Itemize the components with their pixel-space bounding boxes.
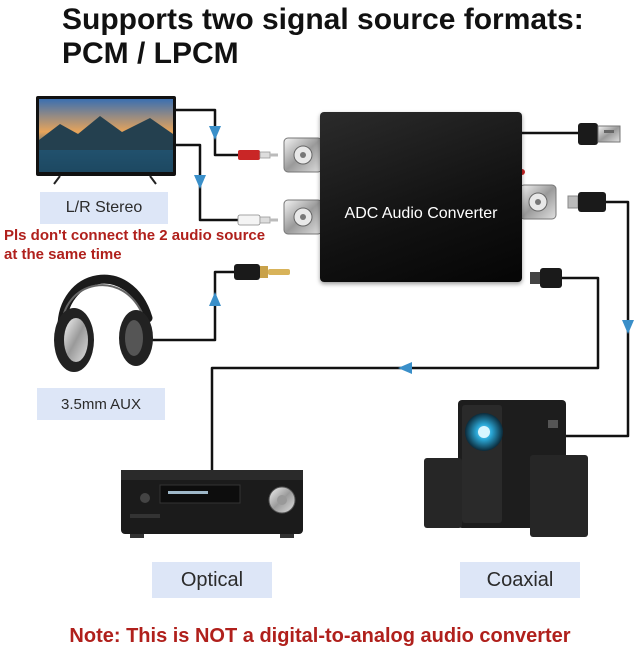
label-coaxial: Coaxial	[460, 562, 580, 598]
label-coaxial-text: Coaxial	[486, 568, 554, 591]
title-line-2: PCM / LPCM	[62, 37, 239, 70]
cable-coaxial	[563, 200, 630, 438]
label-aux-text: 3.5mm AUX	[60, 395, 142, 413]
device-coaxial-jack	[519, 169, 557, 220]
warning-line-2: at the same time	[4, 246, 122, 263]
coaxial-plug-icon	[567, 192, 606, 212]
adc-converter-device	[320, 112, 522, 282]
title-line-1: Supports two signal source formats:	[62, 3, 584, 36]
arrow-down-1	[209, 126, 221, 140]
usb-plug-icon	[578, 123, 621, 145]
headphones-icon	[54, 274, 153, 372]
tv-icon	[36, 96, 176, 185]
rca-plug-icon	[237, 150, 278, 226]
bottom-note: Note: This is NOT a digital-to-analog au…	[69, 625, 571, 647]
optical-plug-icon	[530, 268, 562, 288]
receiver-icon	[121, 470, 303, 538]
label-stereo-text: L/R Stereo	[65, 199, 143, 216]
arrow-left-optical	[398, 362, 412, 374]
arrow-up-aux	[209, 292, 221, 306]
cable-aux	[138, 270, 240, 342]
label-stereo: L/R Stereo	[40, 192, 168, 224]
device-rca-jacks	[283, 137, 323, 235]
arrow-down-2	[194, 175, 206, 189]
warning-line-1: Pls don't connect the 2 audio source	[4, 227, 266, 244]
label-aux: 3.5mm AUX	[37, 388, 165, 420]
flow-arrows	[194, 126, 634, 374]
device-label: ADC Audio Converter	[344, 205, 498, 222]
arrow-down-coaxial	[622, 320, 634, 334]
speaker-icon	[424, 400, 588, 537]
aux-plug-icon	[234, 264, 290, 280]
cable-tv-left	[173, 108, 242, 157]
cable-optical	[210, 276, 600, 472]
label-optical: Optical	[152, 562, 272, 598]
label-optical-text: Optical	[180, 568, 244, 591]
